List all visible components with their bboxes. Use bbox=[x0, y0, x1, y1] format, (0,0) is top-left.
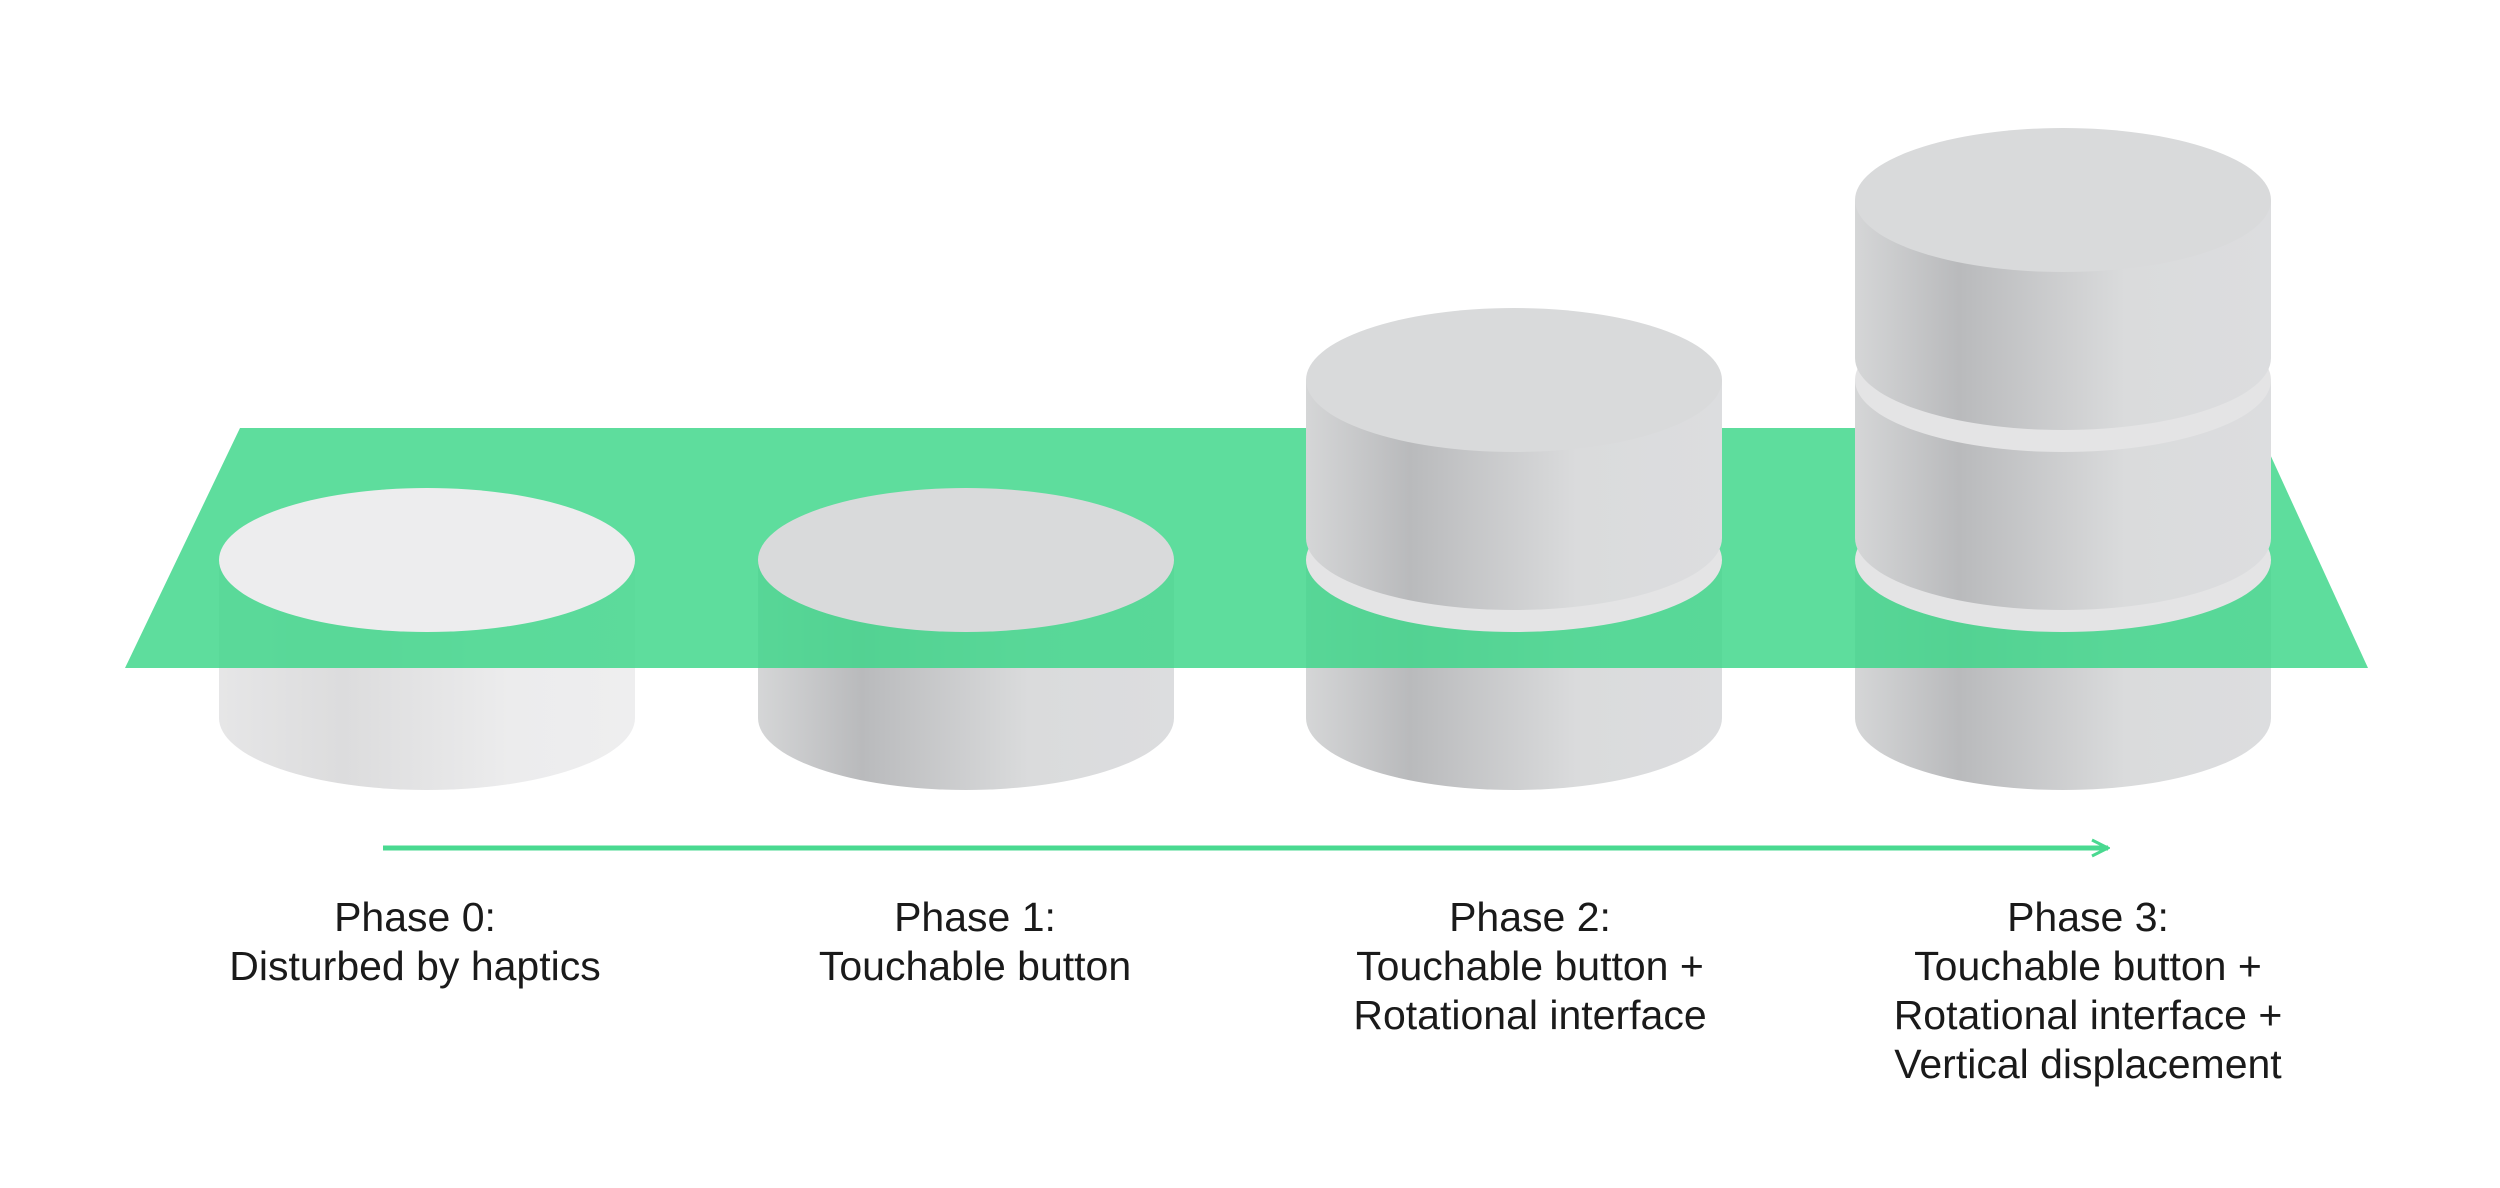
surface-plane bbox=[125, 428, 2368, 668]
phase-title: Phase 0: bbox=[334, 894, 496, 940]
phase-description-line: Disturbed by haptics bbox=[229, 943, 601, 989]
phase-description-line: Touchable button + bbox=[1356, 943, 1704, 989]
phase-description-line: Touchable button bbox=[818, 943, 1132, 989]
cylinder-top bbox=[758, 488, 1174, 632]
phase-caption: Phase 2:Touchable button +Rotational int… bbox=[1270, 893, 1790, 1040]
phase-description-line: Touchable button + bbox=[1914, 943, 2262, 989]
phase-description-line: Rotational interface bbox=[1353, 992, 1707, 1038]
phase-caption: Phase 1:Touchable button bbox=[715, 893, 1235, 991]
cylinder-top bbox=[1855, 128, 2271, 272]
phase-description-line: Vertical displacement bbox=[1894, 1041, 2282, 1087]
cylinder-top bbox=[1306, 308, 1722, 452]
phase-description-line: Rotational interface + bbox=[1893, 992, 2283, 1038]
phase-caption: Phase 0:Disturbed by haptics bbox=[155, 893, 675, 991]
phase-title: Phase 1: bbox=[894, 894, 1056, 940]
phase-title: Phase 3: bbox=[2007, 894, 2169, 940]
cylinder-top bbox=[219, 488, 635, 632]
phase-caption: Phase 3:Touchable button +Rotational int… bbox=[1828, 893, 2348, 1089]
phase-title: Phase 2: bbox=[1449, 894, 1611, 940]
